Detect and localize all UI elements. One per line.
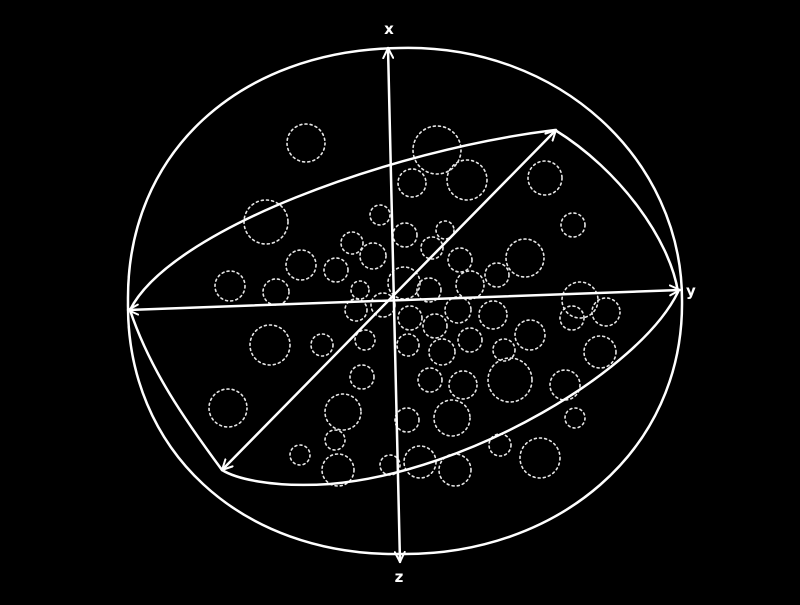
dotted-circle xyxy=(285,249,317,281)
dotted-circle xyxy=(446,159,488,201)
dotted-circle xyxy=(359,242,387,270)
dotted-circle xyxy=(350,280,370,300)
dotted-circle xyxy=(397,168,427,198)
dotted-circle xyxy=(428,338,456,366)
dotted-circle xyxy=(444,296,472,324)
dotted-circle xyxy=(349,364,375,390)
dotted-circle xyxy=(412,125,462,175)
dotted-circle xyxy=(310,333,334,357)
x-axis-label: x xyxy=(384,20,394,38)
z-axis-label: z xyxy=(395,568,404,586)
dotted-circle xyxy=(396,333,420,357)
dotted-circle xyxy=(243,199,289,245)
dotted-circle xyxy=(591,297,621,327)
dotted-circle xyxy=(559,305,585,331)
dotted-circle xyxy=(484,262,510,288)
dotted-circle xyxy=(583,335,617,369)
dotted-circle xyxy=(448,370,478,400)
dotted-circle xyxy=(369,204,391,226)
dotted-circle xyxy=(340,231,364,255)
dotted-circle xyxy=(478,300,508,330)
dotted-circle xyxy=(457,327,483,353)
dotted-circle xyxy=(262,278,290,306)
dotted-circle xyxy=(422,313,448,339)
dotted-circle xyxy=(487,357,533,403)
dotted-circle xyxy=(505,238,545,278)
dotted-circle xyxy=(417,367,443,393)
y-axis-label: y xyxy=(686,282,696,300)
dotted-circle xyxy=(560,212,586,238)
dotted-circle xyxy=(527,160,563,196)
dotted-circle xyxy=(433,399,471,437)
dotted-circle xyxy=(324,429,346,451)
dotted-circle xyxy=(249,324,291,366)
dotted-circle xyxy=(549,369,581,401)
dotted-circle xyxy=(392,222,418,248)
dotted-circle xyxy=(394,407,420,433)
dotted-circle xyxy=(323,257,349,283)
dotted-circle xyxy=(519,437,561,479)
x-axis-arrow xyxy=(382,46,406,564)
dotted-circle xyxy=(208,388,248,428)
dotted-circle xyxy=(564,407,586,429)
dotted-circle xyxy=(514,319,546,351)
dotted-circle xyxy=(286,123,326,163)
dotted-circle xyxy=(455,270,485,300)
diagonal-axis-arrow xyxy=(220,128,558,472)
dotted-circle xyxy=(447,247,473,273)
dotted-circle xyxy=(397,305,423,331)
dotted-circle xyxy=(214,270,246,302)
dotted-circle xyxy=(289,444,311,466)
dotted-circle xyxy=(324,393,362,431)
